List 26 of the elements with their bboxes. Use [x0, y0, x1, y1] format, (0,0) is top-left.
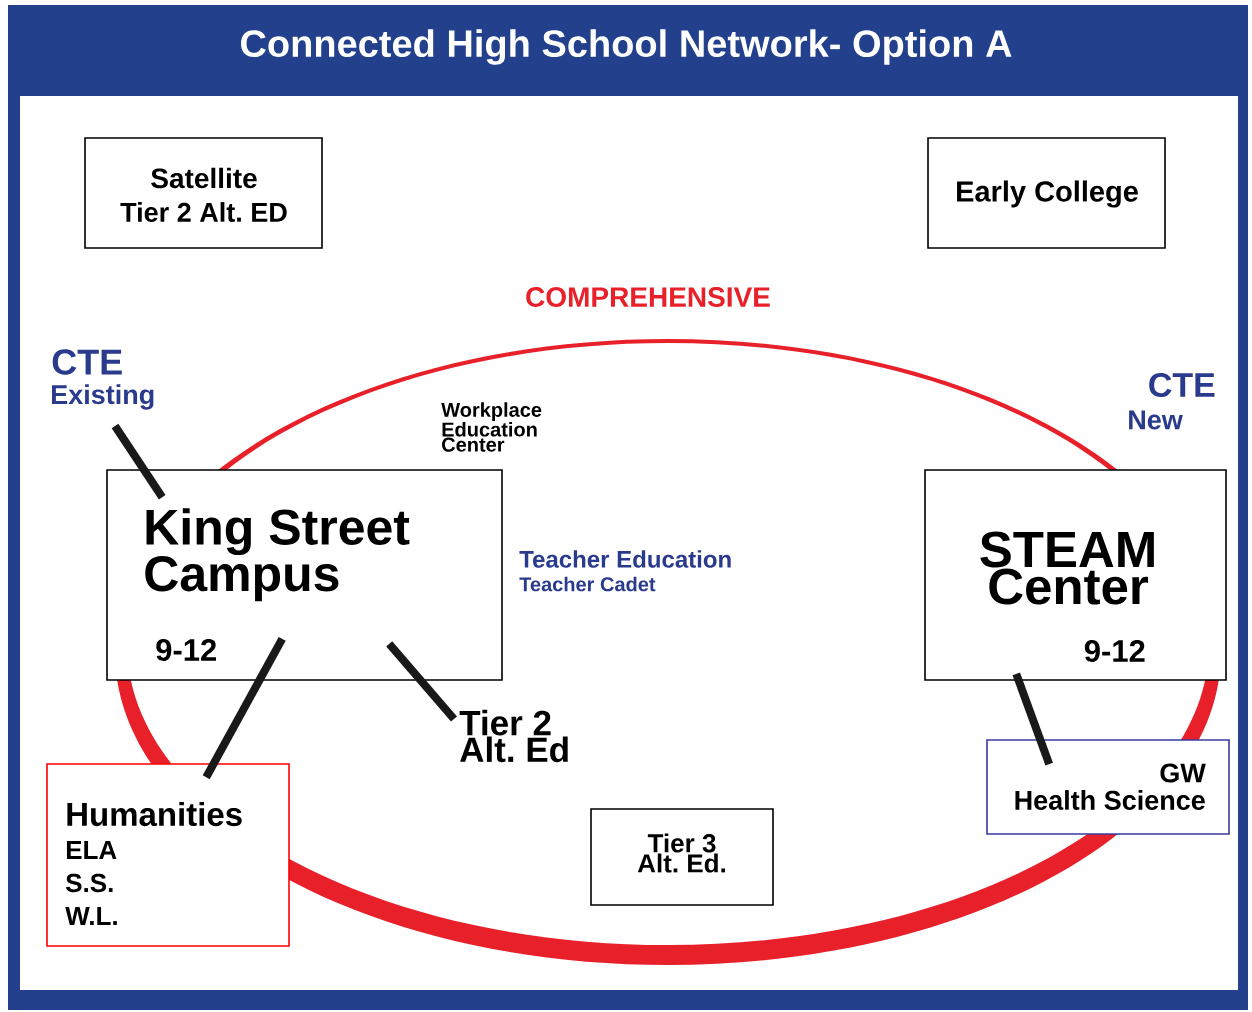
box-text: Humanities	[67, 801, 242, 827]
box-text: Tier 2 Alt. ED	[120, 202, 287, 222]
program-label: Workplace Education Center	[441, 402, 542, 452]
connector-line	[386, 641, 458, 722]
box-text: S.S.	[65, 873, 113, 893]
title: Connected High School Network- Option A	[241, 29, 1012, 65]
box-text: King Street Campus	[145, 508, 410, 602]
category-label: New	[1129, 410, 1183, 430]
connector-line	[202, 636, 286, 780]
category-label: CTE	[1149, 372, 1215, 398]
box-text: Early College	[957, 180, 1138, 208]
box-text: Tier 3 Alt. Ed.	[637, 833, 725, 873]
node-label: Existing	[52, 384, 154, 410]
box-text: W.L.	[65, 907, 117, 925]
node-label: Tier 2 Alt. Ed	[459, 709, 568, 763]
box-text: STEAM Center	[980, 531, 1154, 605]
node-label: CTE	[52, 349, 122, 375]
ellipse-label: COMPREHENSIVE	[526, 287, 770, 307]
box-text: ELA	[66, 841, 117, 859]
box-text: 9-12	[1084, 640, 1145, 662]
box-text: GW	[1160, 763, 1206, 783]
box-text: Health Science	[1015, 790, 1205, 810]
connector-line	[1012, 672, 1053, 766]
connector-line	[111, 423, 166, 500]
box-text: 9-12	[156, 639, 216, 661]
box-text: Satellite	[151, 167, 257, 189]
